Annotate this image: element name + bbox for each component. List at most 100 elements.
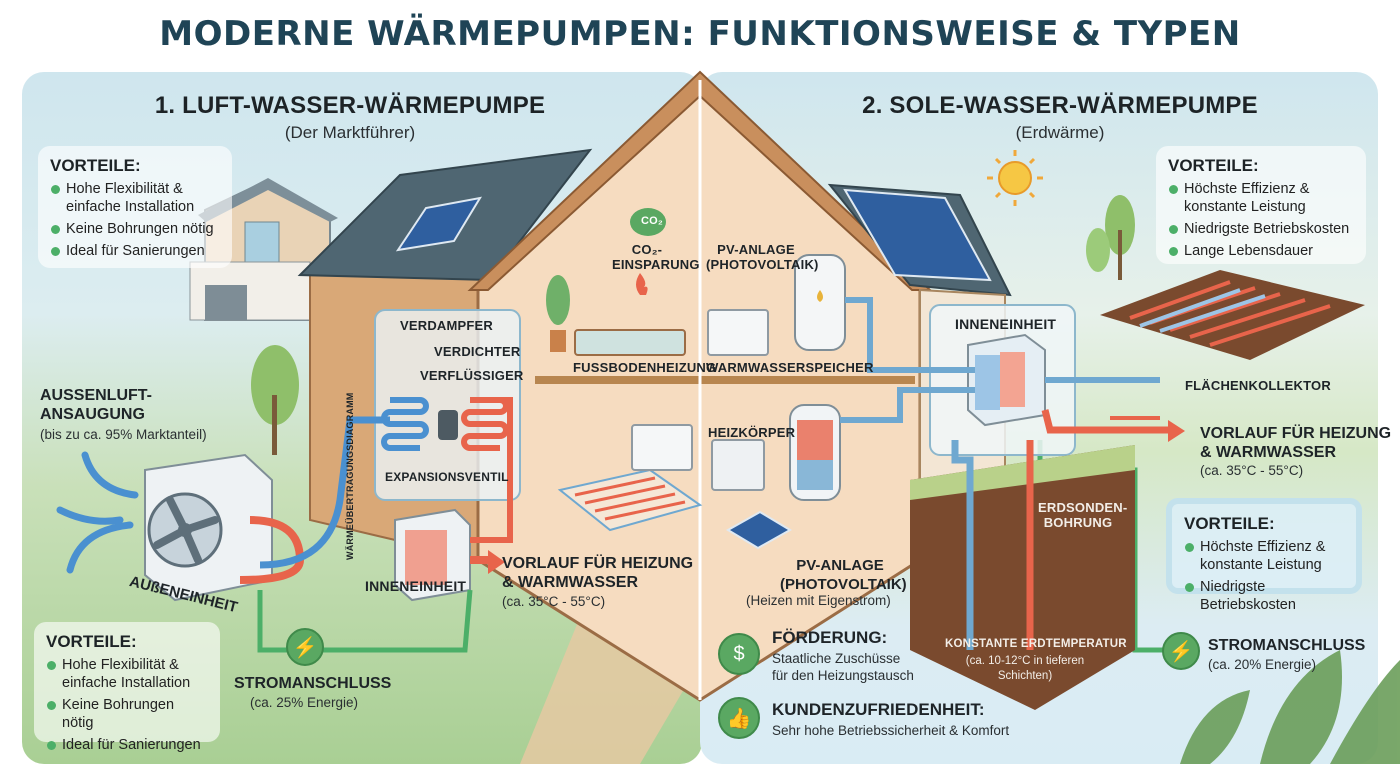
- collector-label: FLÄCHENKOLLEKTOR: [1185, 378, 1331, 393]
- borehole-line1: ERDSONDEN-: [1038, 500, 1128, 515]
- right-advantages-mid: VORTEILE: Höchste Effizienz & konstante …: [1166, 498, 1362, 613]
- funding-money-icon: $: [718, 633, 760, 675]
- radiator-label: HEIZKÖRPER: [708, 425, 796, 440]
- pv-bottom-note: (Heizen mit Eigenstrom): [746, 593, 891, 608]
- flow-arrow-right: [1168, 420, 1185, 442]
- air-flow-arrows: [56, 451, 139, 574]
- hot-water-tank-label: WARMWASSERSPEICHER: [706, 360, 874, 375]
- cycle-diagram-box: [374, 309, 521, 501]
- right-section-title: 2. SOLE-WASSER-WÄRMEPUMPE: [862, 92, 1258, 119]
- right-section-subtitle: (Erdwärme): [1015, 123, 1105, 142]
- indoor-unit-right-label: INNENEINHEIT: [955, 316, 1057, 332]
- main-title: MODERNE WÄRMEPUMPEN: FUNKTIONSWEISE & TY…: [159, 14, 1241, 54]
- flow-left-line2: & WARMWASSER: [502, 574, 638, 591]
- left-section-title: 1. LUFT-WASSER-WÄRMEPUMPE: [154, 92, 546, 119]
- sun-icon: [987, 150, 1043, 206]
- advantage-item: Hohe Flexibilität & einfache Installatio…: [46, 656, 208, 692]
- tree-icon: [251, 195, 1135, 455]
- advantage-item: Ideal für Sanierungen: [46, 736, 208, 754]
- advantage-item: Niedrigste Betriebskosten: [1184, 578, 1344, 614]
- co2-label: CO₂- EINSPARUNG: [612, 242, 700, 272]
- flame-icon: [636, 273, 648, 295]
- condenser-label: VERFLÜSSIGER: [420, 368, 524, 383]
- foliage-illustration: [1180, 650, 1400, 764]
- flow-right-title: VORLAUF FÜR HEIZUNG & WARMWASSER: [1200, 424, 1391, 462]
- satisfaction-title: KUNDENZUFRIEDENHEIT:: [772, 700, 985, 719]
- ground-temp-note-line2: Schichten): [997, 670, 1053, 682]
- co2-cloud-icon: [630, 208, 666, 236]
- thumbs-up-icon: 👍: [718, 697, 760, 739]
- bed-icon: [574, 329, 686, 356]
- power-left-title: STROMANSCHLUSS: [234, 675, 392, 692]
- right-advantages-top: VORTEILE: Höchste Effizienz & konstante …: [1156, 146, 1366, 264]
- pv-top-line1: PV-ANLAGE: [717, 242, 795, 257]
- solar-panel-right: [843, 188, 992, 282]
- radiator-right-icon: [711, 439, 765, 491]
- funding-text: Staatliche Zuschüsse für den Heizungstau…: [772, 650, 914, 684]
- power-left-note: (ca. 25% Energie): [250, 695, 359, 710]
- compressor-label: VERDICHTER: [434, 344, 521, 359]
- advantage-item: Keine Bohrungen nötig: [50, 220, 220, 238]
- ground-temp-title: KONSTANTE ERDTEMPERATUR: [945, 638, 1127, 650]
- power-bolt-icon: ⚡: [286, 628, 324, 666]
- solar-panel-left: [395, 196, 483, 252]
- advantage-item: Höchste Effizienz & konstante Leistung: [1168, 180, 1354, 216]
- ground-temp-note: (ca. 10-12°C in tieferen Schichten): [955, 654, 1095, 684]
- funding-line1: Staatliche Zuschüsse: [772, 651, 901, 666]
- pv-bottom-label: PV-ANLAGE (PHOTOVOLTAIK): [780, 556, 907, 594]
- air-intake-title-line1: AUSSENLUFT-: [40, 387, 152, 404]
- co2-badge: CO₂: [641, 215, 663, 227]
- flow-right-temp: (ca. 35°C - 55°C): [1200, 463, 1304, 478]
- funding-title: FÖRDERUNG:: [772, 628, 888, 647]
- flow-right-line1: VORLAUF FÜR HEIZUNG: [1200, 425, 1392, 442]
- flow-right-line2: & WARMWASSER: [1200, 444, 1336, 461]
- power-right-note: (ca. 20% Energie): [1208, 657, 1317, 672]
- power-line-left: [257, 589, 473, 653]
- power-bolt-right-icon: ⚡: [1162, 632, 1200, 670]
- indoor-unit-left-label: INNENEINHEIT: [365, 578, 467, 594]
- borehole-label: ERDSONDEN- BOHRUNG: [1038, 500, 1128, 530]
- advantage-item: Hohe Flexibilität & einfache Installatio…: [50, 180, 220, 216]
- advantages-heading: VORTEILE:: [46, 632, 137, 651]
- flow-left-temp: (ca. 35°C - 55°C): [502, 594, 606, 609]
- left-advantages-bottom: VORTEILE: Hohe Flexibilität & einfache I…: [34, 622, 220, 753]
- cold-pipe-outdoor: [259, 416, 390, 569]
- flow-arrow-left: [488, 550, 505, 574]
- pv-panel-icon: [726, 510, 792, 550]
- hot-pipe-right: [1041, 409, 1170, 434]
- flow-left-line1: VORLAUF FÜR HEIZUNG: [502, 555, 694, 572]
- advantage-item: Keine Bohrungen nötig: [46, 696, 208, 732]
- air-intake-title-line2: ANSAUGUNG: [40, 406, 145, 423]
- radiator-right-top-icon: [707, 309, 769, 356]
- pv-top-line2: (PHOTOVOLTAIK): [706, 257, 819, 272]
- condenser-coil: [461, 397, 509, 451]
- evaporator-label: VERDAMPFER: [400, 318, 494, 333]
- left-section-subtitle: (Der Marktführer): [284, 123, 416, 142]
- radiator-icon: [631, 424, 693, 471]
- advantages-heading: VORTEILE:: [50, 156, 141, 175]
- left-advantages-top: VORTEILE: Hohe Flexibilität & einfache I…: [38, 146, 232, 268]
- funding-line2: für den Heizungstausch: [772, 668, 914, 683]
- plant-icon: [546, 275, 570, 325]
- heat-transfer-diagram-label: WÄRMEÜBERTRAGUNGSDIAGRAMM: [345, 392, 355, 561]
- advantages-heading: VORTEILE:: [1168, 156, 1259, 175]
- evaporator-coil: [381, 397, 429, 451]
- pv-top-label: PV-ANLAGE (PHOTOVOLTAIK): [706, 242, 819, 272]
- flow-left-title: VORLAUF FÜR HEIZUNG & WARMWASSER: [502, 554, 693, 592]
- satisfaction-text: Sehr hohe Betriebssicherheit & Komfort: [772, 723, 1010, 738]
- advantage-item: Lange Lebensdauer: [1168, 242, 1354, 260]
- air-intake-title: AUSSENLUFT- ANSAUGUNG: [40, 386, 152, 424]
- co2-label-line2: EINSPARUNG: [612, 257, 700, 272]
- compressor-icon: [438, 410, 458, 440]
- power-right-title: STROMANSCHLUSS: [1208, 637, 1366, 654]
- ground-temp-note-line1: (ca. 10-12°C in tieferen: [965, 655, 1085, 667]
- indoor-unit-left-illustration: [394, 508, 471, 602]
- pv-bottom-line1: PV-ANLAGE: [796, 557, 884, 574]
- floor-heating-label: FUSSBODENHEIZUNG: [573, 360, 717, 375]
- borehole-line2: BOHRUNG: [1043, 515, 1113, 530]
- floor-heating-illustration: [557, 468, 703, 532]
- co2-label-line1: CO₂-: [631, 242, 663, 257]
- borehole-cold-probe: [951, 440, 974, 650]
